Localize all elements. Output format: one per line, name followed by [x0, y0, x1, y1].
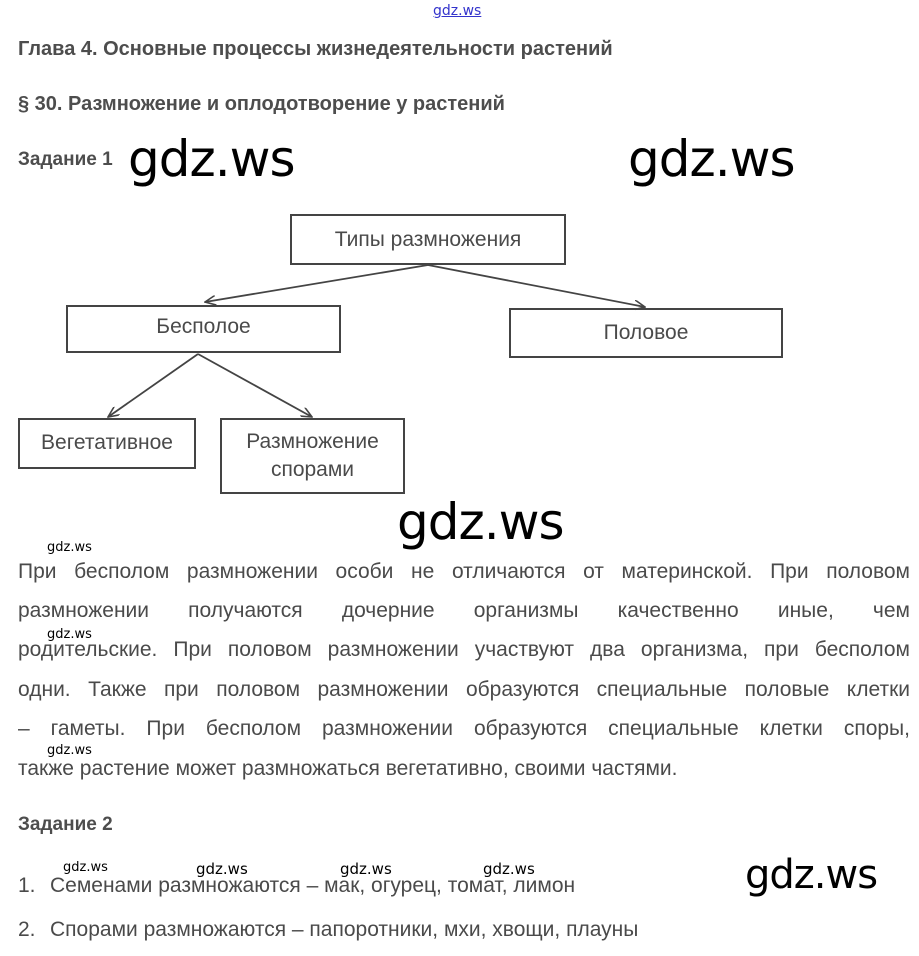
task1-title: Задание 1 — [18, 149, 113, 170]
diagram-node-spores: Размножение спорами — [220, 418, 405, 494]
node-label: Бесполое — [156, 315, 251, 338]
watermark: gdz.ws — [628, 130, 796, 188]
watermark: gdz.ws — [397, 493, 565, 551]
watermark-small: gdz.ws — [340, 860, 392, 878]
watermark-small: gdz.ws — [483, 860, 535, 878]
section-title: § 30. Размножение и оплодотворение у рас… — [18, 93, 505, 115]
diagram-node-sexual: Половое — [509, 308, 783, 358]
arrow-root-to-asexual — [205, 264, 429, 302]
node-label: спорами — [270, 458, 355, 481]
arrow-asexual-to-vegetative — [108, 353, 199, 417]
node-label: Половое — [603, 321, 689, 344]
watermark-small: gdz.ws — [47, 627, 92, 642]
list-item-text: Семенами размножаются – мак, огурец, том… — [50, 874, 576, 897]
arrow-root-to-sexual — [427, 264, 645, 307]
chapter-title: Глава 4. Основные процессы жизнедеятельн… — [18, 38, 613, 60]
diagram-node-vegetative: Вегетативное — [18, 418, 196, 469]
list-item-number: 1. — [18, 874, 36, 897]
paragraph-line: также растение может размножаться вегета… — [18, 757, 678, 780]
node-label: Типы размножения — [334, 227, 522, 251]
watermark-small: gdz.ws — [47, 743, 92, 758]
watermark-small: gdz.ws — [63, 860, 108, 875]
list-item: 2. Спорами размножаются – папоротники, мх… — [18, 918, 638, 942]
list-item-text: Спорами размножаются – папоротники, мхи,… — [50, 918, 639, 941]
watermark: gdz.ws — [128, 130, 296, 188]
arrow-asexual-to-spores — [197, 353, 312, 417]
paragraph-line: – гаметы. При бесполом размножении образ… — [18, 717, 910, 740]
paragraph-line: одни. Также при половом размножении обра… — [18, 678, 910, 701]
node-label: Вегетативное — [41, 431, 173, 454]
watermark: gdz.ws — [745, 852, 878, 898]
list-item: 1. Семенами размножаются – мак, огурец, т… — [18, 874, 575, 898]
diagram-node-root: Типы размножения — [290, 214, 566, 265]
list-item-number: 2. — [18, 918, 36, 941]
watermark-top: gdz.ws — [433, 3, 482, 19]
paragraph-line: При бесполом размножении особи не отлича… — [18, 560, 910, 583]
diagram-arrows — [0, 264, 919, 520]
paragraph-line: размножении получаются дочерние организм… — [18, 599, 910, 622]
node-label: Размножение — [246, 430, 379, 453]
diagram-node-asexual: Бесполое — [66, 305, 341, 353]
watermark-small: gdz.ws — [196, 860, 248, 878]
task2-title: Задание 2 — [18, 814, 113, 835]
paragraph-line: родительские. При половом размножении уч… — [18, 638, 910, 661]
watermark-small: gdz.ws — [47, 540, 92, 555]
